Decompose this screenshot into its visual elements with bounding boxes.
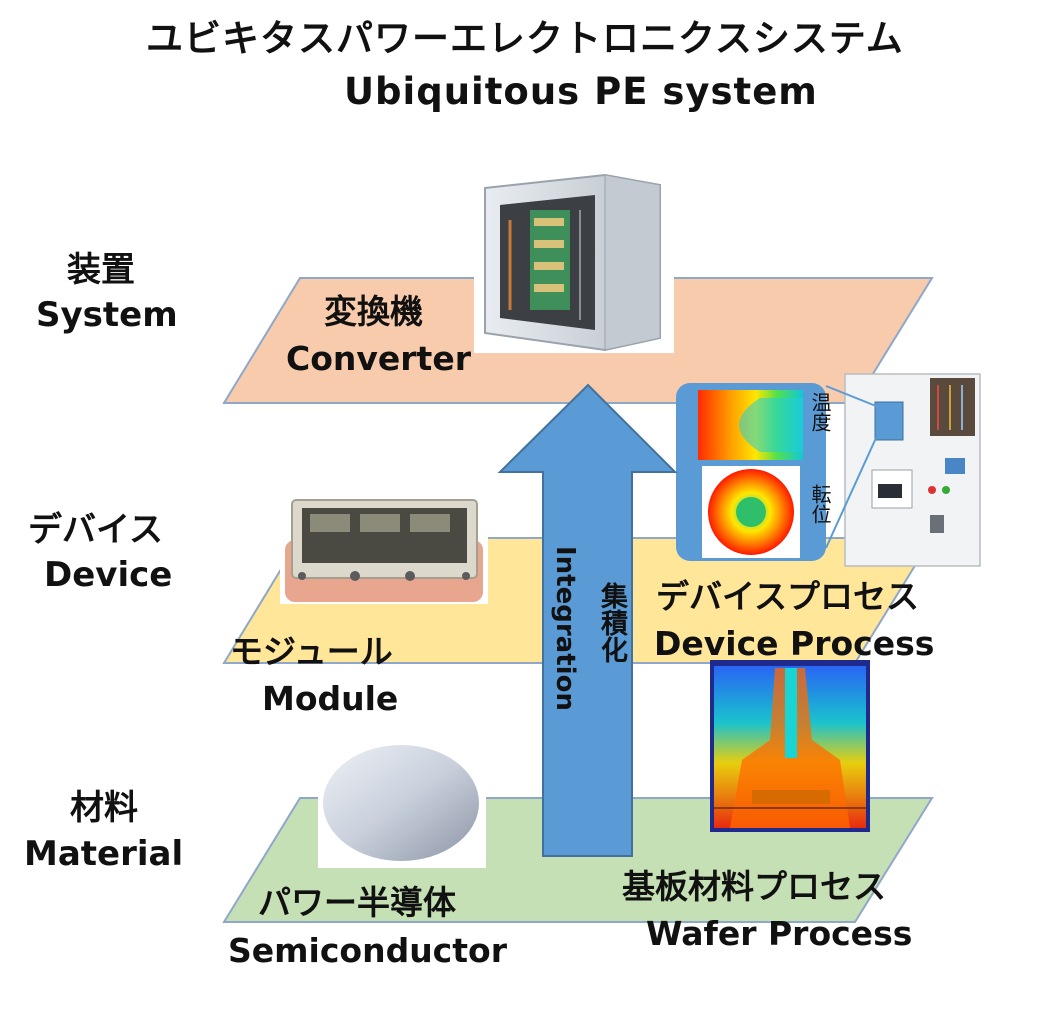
device-simulation-panel (676, 383, 826, 561)
level-system-jp: 装置 (67, 250, 135, 290)
level-device-jp: デバイス (28, 510, 163, 550)
semiconductor-label-jp: パワー半導体 (258, 883, 456, 922)
module-label-en: Module (262, 679, 399, 718)
module-label-jp: モジュール (230, 632, 393, 671)
level-material-jp: 材料 (70, 788, 138, 828)
device-process-label-jp: デバイスプロセス (656, 577, 920, 616)
temperature-label: 温度 (808, 392, 832, 432)
wafer-image (318, 742, 486, 868)
process-equipment-image (825, 373, 981, 567)
level-system-en: System (36, 295, 178, 335)
wafer-process-simulation-image (710, 660, 870, 832)
wafer-process-label-jp: 基板材料プロセス (622, 867, 886, 906)
level-material-en: Material (24, 834, 184, 874)
integration-label-jp: 集積化 (596, 582, 627, 663)
level-device-en: Device (44, 555, 173, 595)
displacement-label: 転位 (808, 484, 832, 524)
title-jp: ユビキタスパワーエレクトロニクスシステム (146, 17, 904, 60)
converter-image (474, 163, 674, 353)
title-en: Ubiquitous PE system (344, 70, 818, 113)
wafer-process-label-en: Wafer Process (646, 914, 913, 953)
semiconductor-label-en: Semiconductor (228, 931, 507, 970)
converter-label-en: Converter (286, 339, 471, 378)
integration-label-en: Integration (550, 546, 580, 711)
module-image (280, 494, 488, 604)
integration-arrow (497, 383, 678, 857)
converter-label-jp: 変換機 (324, 292, 423, 331)
device-process-label-en: Device Process (654, 624, 935, 663)
